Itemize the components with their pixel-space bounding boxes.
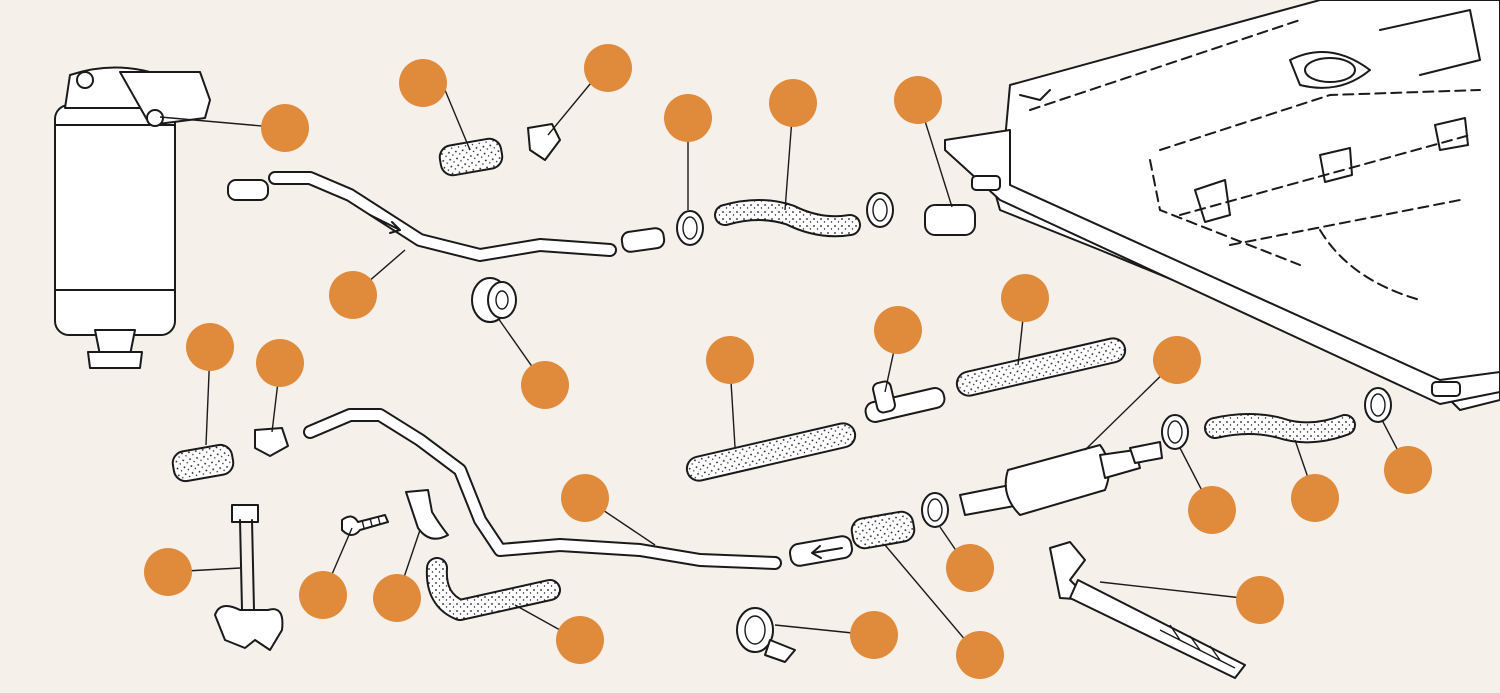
hose-clamp-filter-right <box>1161 414 1189 450</box>
callout-marker-22 <box>850 611 898 659</box>
hose-curved-right <box>1204 413 1356 444</box>
callout-marker-20 <box>956 631 1004 679</box>
hose-sleeve-upper <box>438 137 504 177</box>
callout-marker-26 <box>556 616 604 664</box>
callout-marker-08 <box>521 361 569 409</box>
hose-clamp-lower <box>736 607 796 663</box>
return-pipe <box>303 408 782 570</box>
callout-marker-19 <box>946 544 994 592</box>
short-pipe-upper-left <box>227 179 269 201</box>
clip-p-bracket <box>405 489 449 540</box>
fuel-filter-canister <box>54 66 211 369</box>
callout-marker-15 <box>1188 486 1236 534</box>
callout-marker-02 <box>399 59 447 107</box>
callout-marker-04 <box>664 94 712 142</box>
short-pipe-lower <box>788 535 854 567</box>
callout-marker-21 <box>1236 576 1284 624</box>
screw <box>341 514 389 536</box>
callout-marker-12 <box>874 306 922 354</box>
t-connector <box>864 380 946 423</box>
callout-marker-10 <box>256 339 304 387</box>
hose-long-left <box>685 422 857 482</box>
hose-curved-upper <box>714 199 861 238</box>
callout-marker-14 <box>1153 336 1201 384</box>
callout-marker-11 <box>706 336 754 384</box>
callout-marker-16 <box>1291 474 1339 522</box>
hose-clamp-far-right <box>1364 387 1392 423</box>
cable-tie <box>1049 541 1246 679</box>
clip-upper <box>527 123 561 161</box>
hose-clamp-upper <box>676 210 704 246</box>
short-pipe-upper-mid <box>620 227 666 253</box>
callout-marker-06 <box>894 76 942 124</box>
callout-marker-09 <box>186 323 234 371</box>
callout-marker-17 <box>1384 446 1432 494</box>
hose-clamp-filter-left <box>921 492 949 528</box>
callout-marker-18 <box>561 474 609 522</box>
feed-pipe <box>268 171 617 262</box>
hose-sleeve-lower-left <box>171 443 235 483</box>
hose-elbow-lower <box>425 557 561 621</box>
callout-marker-25 <box>373 574 421 622</box>
callout-marker-01 <box>261 104 309 152</box>
clip-lower-left <box>254 427 289 457</box>
hose-sleeve-lower <box>850 510 916 550</box>
callout-marker-05 <box>769 79 817 127</box>
grommet <box>471 277 517 323</box>
inline-fuel-filter <box>959 441 1163 516</box>
callout-marker-23 <box>144 548 192 596</box>
callout-marker-07 <box>329 271 377 319</box>
fuel-tank <box>944 0 1500 411</box>
callout-marker-24 <box>299 571 347 619</box>
callout-markers <box>144 44 1432 679</box>
pipe-bracket <box>214 504 284 651</box>
callout-marker-13 <box>1001 274 1049 322</box>
connector-sleeve <box>924 204 976 236</box>
hose-long-right <box>955 337 1127 397</box>
callout-marker-03 <box>584 44 632 92</box>
hose-clamp-upper-right <box>866 192 894 228</box>
